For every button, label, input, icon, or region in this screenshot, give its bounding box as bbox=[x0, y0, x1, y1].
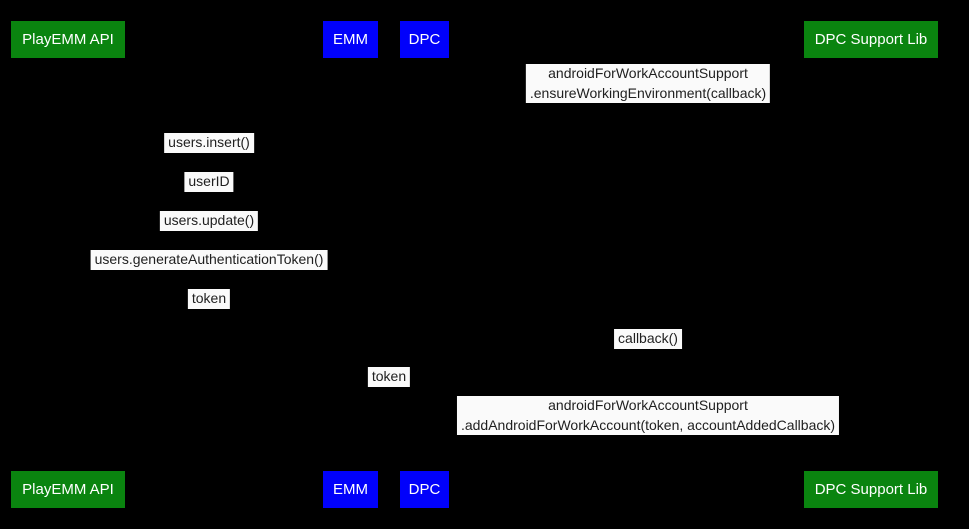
actor-dpc-bottom: DPC bbox=[400, 471, 449, 508]
message-line: androidForWorkAccountSupport bbox=[548, 397, 748, 413]
actor-emm-bottom: EMM bbox=[323, 471, 378, 508]
actor-dpc-top: DPC bbox=[400, 21, 449, 58]
message-users-update: users.update() bbox=[159, 211, 259, 231]
message-line: .addAndroidForWorkAccount(token, account… bbox=[460, 416, 836, 433]
actor-playemm-api-top: PlayEMM API bbox=[11, 21, 125, 58]
actor-playemm-api-bottom: PlayEMM API bbox=[11, 471, 125, 508]
actor-dpc-support-lib-top: DPC Support Lib bbox=[804, 21, 938, 58]
message-generate-authentication-token: users.generateAuthenticationToken() bbox=[90, 250, 328, 270]
message-add-android-for-work-account: androidForWorkAccountSupport .addAndroid… bbox=[456, 396, 840, 435]
message-users-insert: users.insert() bbox=[164, 133, 254, 153]
message-callback: callback() bbox=[614, 329, 682, 349]
message-line: .ensureWorkingEnvironment(callback) bbox=[529, 84, 767, 101]
message-token-to-emm: token bbox=[187, 289, 231, 309]
message-userid: userID bbox=[184, 172, 234, 192]
message-line: androidForWorkAccountSupport bbox=[548, 65, 748, 81]
actor-dpc-support-lib-bottom: DPC Support Lib bbox=[804, 471, 938, 508]
actor-emm-top: EMM bbox=[323, 21, 378, 58]
message-ensure-working-environment: androidForWorkAccountSupport .ensureWork… bbox=[525, 64, 771, 103]
message-token-to-dpc: token bbox=[367, 367, 411, 387]
